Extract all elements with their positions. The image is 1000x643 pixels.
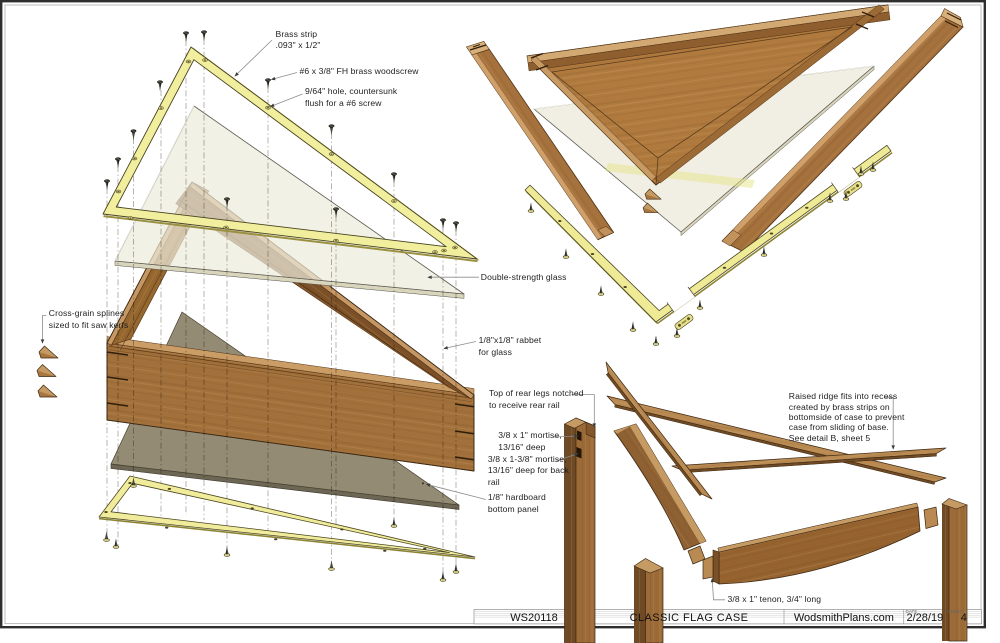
title-drawing-name: CLASSIC FLAG CASE bbox=[629, 612, 749, 625]
label-woodscrew: #6 x 3/8" FH brass woodscrew bbox=[299, 65, 419, 76]
title-block bbox=[473, 609, 982, 625]
label-rabbet: 1/8"x1/8" rabbet for glass bbox=[478, 335, 542, 357]
left-rail bbox=[465, 40, 615, 241]
label-tenon: 3/8 x 1" tenon, 3/4" long bbox=[727, 593, 822, 604]
case-body bbox=[526, 4, 891, 186]
title-publisher: WodsmithPlans.com bbox=[793, 612, 894, 625]
rear-left-leg bbox=[563, 417, 596, 643]
base-front-rail bbox=[702, 502, 939, 585]
label-brass-strip: Brass strip .093" x 1/2" bbox=[275, 28, 321, 51]
front-leg bbox=[633, 558, 664, 643]
brass-frame-top bbox=[102, 46, 480, 263]
label-rear-legs: Top of rear legs notched to receive rear… bbox=[489, 388, 584, 410]
label-mortise-back: 3/8 x 1-3/8" mortise, 13/16" deep for ba… bbox=[487, 453, 569, 487]
base-left-rail bbox=[613, 423, 707, 565]
title-date: 2/28/19 bbox=[906, 612, 944, 625]
title-date-label: DATE bbox=[905, 608, 918, 614]
alignment-axes bbox=[106, 39, 457, 580]
ridge-strip-front bbox=[671, 447, 947, 474]
title-part-number: WS20118 bbox=[510, 612, 558, 625]
view-exploded-base bbox=[563, 361, 968, 643]
view-exploded-case-bottom bbox=[465, 4, 964, 346]
title-sheet-label: SHEET bbox=[947, 608, 963, 614]
label-splines: Cross-grain splines sized to fit saw ker… bbox=[48, 308, 129, 330]
brass-strips-bottom-view bbox=[524, 144, 893, 332]
title-sheet-number: 4 bbox=[960, 612, 967, 625]
right-rail bbox=[721, 8, 964, 253]
label-pilot-hole: 9/64" hole, countersunk flush for a #6 s… bbox=[305, 86, 398, 108]
label-glass: Double-strength glass bbox=[480, 271, 567, 282]
brass-frame-bottom bbox=[98, 475, 476, 560]
label-raised-ridge: Raised ridge fits into recess created by… bbox=[788, 391, 905, 443]
label-bottom-panel: 1/8" hardboard bottom panel bbox=[487, 492, 546, 514]
right-leg bbox=[941, 498, 968, 642]
view-exploded-case-front bbox=[36, 30, 480, 582]
label-mortise-side: 3/8 x 1" mortise, 13/16" deep bbox=[498, 430, 562, 452]
leader-lines bbox=[40, 39, 895, 601]
ridge-strip-left bbox=[605, 361, 713, 500]
